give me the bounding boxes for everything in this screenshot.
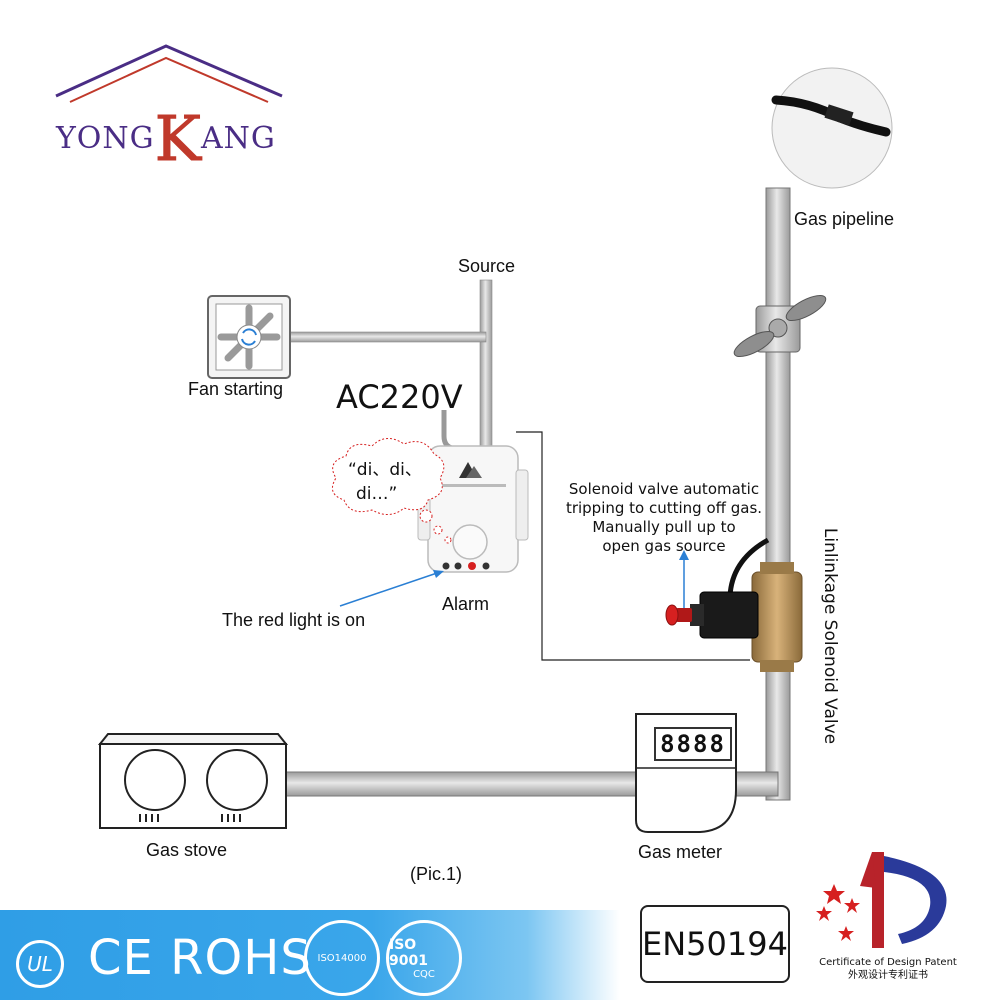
iso14000-text: ISO14000 [317, 952, 367, 964]
logo-roof [55, 44, 283, 103]
pipeline-inset-image [771, 67, 893, 189]
iso14000-seal: ISO14000 [304, 920, 380, 996]
cqc-text: CQC [413, 968, 435, 980]
exhaust-fan [207, 295, 291, 379]
gas-pipeline-vertical [765, 187, 791, 801]
alarm-sound-line-1: “di、di、 [348, 460, 422, 480]
solenoid-line-2: tripping to cutting off gas. [565, 499, 763, 517]
alarm-sound-bubble [331, 438, 452, 544]
solenoid-description: Solenoid valve automatic tripping to cut… [548, 480, 780, 556]
patent-caption: Certificate of Design Patent 外观设计专利证书 [808, 956, 968, 982]
linkage-solenoid-valve [665, 562, 803, 672]
gas-stove [97, 733, 289, 829]
logo-text-part1: YONG [56, 121, 155, 156]
fan-starting-label: Fan starting [188, 379, 284, 399]
pic-caption: (Pic.1) [410, 864, 463, 884]
red-light-arrow [339, 570, 444, 607]
logo-text-part2: ANG [200, 121, 276, 156]
gas-pipeline-label: Gas pipeline [794, 209, 895, 229]
signal-cable [516, 431, 750, 661]
alarm-label: Alarm [442, 594, 490, 614]
source-cable [289, 279, 493, 449]
iso9001-text: ISO 9001 [389, 936, 428, 969]
red-light-label: The red light is on [222, 610, 366, 630]
ul-mark: UL [16, 940, 64, 988]
solenoid-line-1: Solenoid valve automatic [568, 480, 760, 498]
solenoid-line-3: Manually pull up to [592, 518, 736, 536]
en50194-standard: EN50194 [640, 905, 790, 983]
design-patent-logo [816, 852, 947, 948]
alarm-sound-text: “di、di、 di…” [348, 458, 422, 506]
iso9001-seal: ISO 9001 CQC [386, 920, 462, 996]
yongkang-logo: YONGKANG [56, 90, 276, 176]
alarm-sound-line-2: di…” [356, 484, 398, 504]
valve-power-cable [727, 537, 770, 597]
meter-digital-display: 8888 [654, 727, 732, 761]
solenoid-arrow [679, 550, 689, 610]
source-label: Source [458, 256, 516, 276]
solenoid-line-4: open gas source [602, 537, 726, 555]
linkage-valve-label: Linlinkage Solenoid Valve [820, 527, 840, 745]
gas-stove-label: Gas stove [146, 840, 228, 860]
gas-meter-label: Gas meter [638, 842, 723, 862]
patent-caption-en: Certificate of Design Patent [819, 957, 957, 968]
patent-caption-cn: 外观设计专利证书 [848, 970, 928, 981]
ce-rohs-mark: CE ROHS [88, 930, 312, 986]
logo-text-big-letter: K [154, 102, 201, 176]
ac-voltage-label: AC220V [336, 378, 463, 416]
manual-valve [733, 294, 827, 358]
